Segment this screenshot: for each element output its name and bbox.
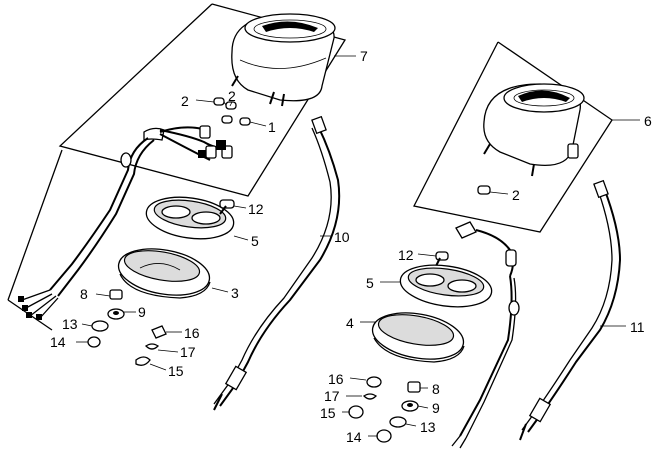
callout-3: 3 xyxy=(231,285,239,301)
case-3-left xyxy=(117,248,211,299)
callout-5-a: 5 xyxy=(251,233,259,249)
callout-5-b: 5 xyxy=(366,275,374,291)
wire-harness-left xyxy=(18,125,233,320)
case-4-right xyxy=(371,312,465,363)
leader-lines xyxy=(76,55,640,437)
ring-5-left xyxy=(145,196,235,240)
callout-4: 4 xyxy=(346,315,354,331)
screw-12-right xyxy=(435,251,449,267)
callout-12-b: 12 xyxy=(398,247,414,263)
callout-17-a: 17 xyxy=(180,344,196,360)
bulbs-2-left xyxy=(213,97,251,126)
callout-2-b: 2 xyxy=(228,88,236,104)
callout-15-a: 15 xyxy=(168,363,184,379)
callout-16-b: 16 xyxy=(328,371,344,387)
cable-10 xyxy=(213,115,341,411)
callout-13-a: 13 xyxy=(62,316,78,332)
cable-11 xyxy=(519,179,622,441)
ring-5-right xyxy=(399,264,493,308)
callout-labels: 7 2 2 1 12 5 3 8 9 13 14 16 17 15 10 6 2… xyxy=(50,48,652,445)
screw-12-left xyxy=(219,199,235,215)
callout-9-b: 9 xyxy=(432,400,440,416)
small-parts-right xyxy=(348,376,421,443)
meter-housing-7 xyxy=(231,13,336,107)
callout-13-b: 13 xyxy=(420,419,436,435)
callout-17-b: 17 xyxy=(324,388,340,404)
callout-7: 7 xyxy=(360,48,368,64)
callout-14-a: 14 xyxy=(50,334,66,350)
wire-harness-right xyxy=(451,221,520,449)
callout-11: 11 xyxy=(630,319,645,335)
callout-9-a: 9 xyxy=(138,304,146,320)
callout-12-a: 12 xyxy=(248,201,264,217)
callout-1: 1 xyxy=(268,119,276,135)
callout-15-b: 15 xyxy=(320,405,336,421)
callout-2-c: 2 xyxy=(512,187,520,203)
callout-10: 10 xyxy=(334,229,350,245)
callout-6: 6 xyxy=(644,113,652,129)
callout-16-a: 16 xyxy=(184,325,200,341)
meter-housing-6 xyxy=(483,83,585,177)
callout-2-a: 2 xyxy=(181,93,189,109)
callout-8-b: 8 xyxy=(432,381,440,397)
bulb-2-right xyxy=(477,185,491,195)
small-parts-left xyxy=(87,289,167,366)
callout-14-b: 14 xyxy=(346,429,362,445)
callout-8-a: 8 xyxy=(80,286,88,302)
